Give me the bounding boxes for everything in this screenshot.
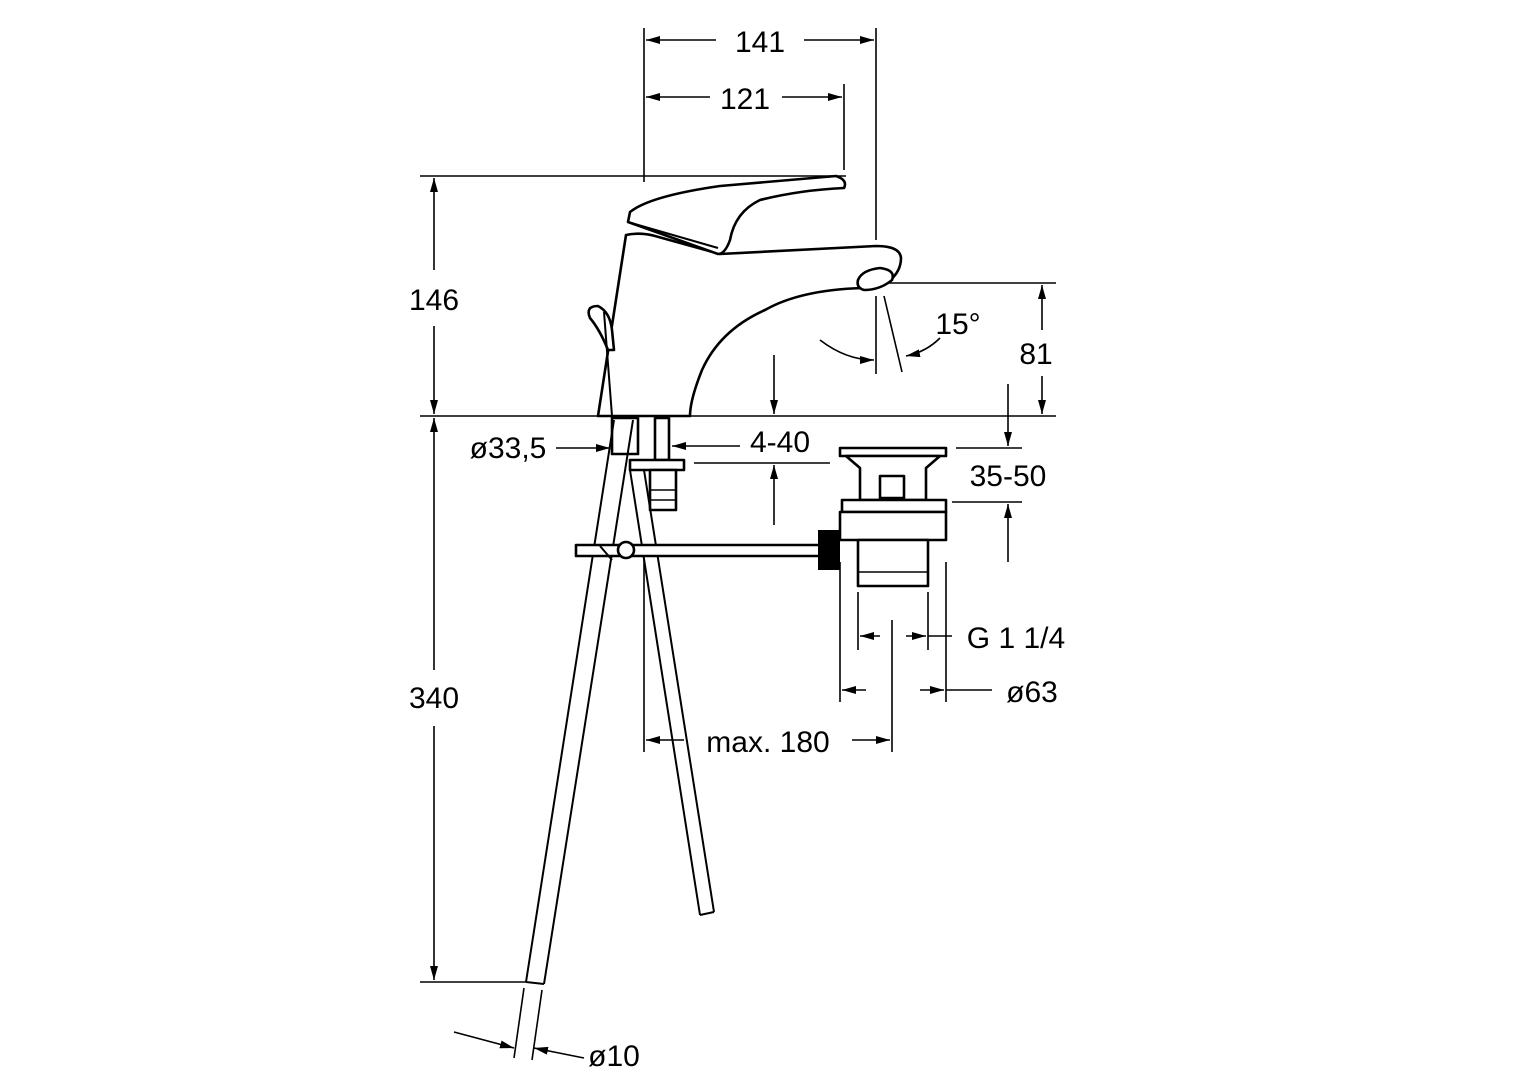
dimension-81-label: 81 — [1019, 338, 1052, 371]
dimension-hose-diameter-label: ø10 — [588, 1040, 640, 1073]
dimension-121: 121 — [646, 83, 845, 170]
dimension-waste-diameter-label: ø63 — [1006, 676, 1058, 709]
dimension-4-40-label: 4-40 — [750, 426, 810, 459]
dimension-thread-label: G 1 1/4 — [967, 622, 1065, 655]
supply-hose-right — [629, 469, 715, 916]
waste-fitting — [838, 446, 948, 588]
dimension-340: 340 — [409, 418, 526, 983]
dimension-35-50-label: 35-50 — [970, 460, 1047, 493]
dimension-15-degree: 15° — [819, 295, 981, 374]
dimension-base-diameter-label: ø33,5 — [470, 432, 547, 465]
dimension-max-180: max. 180 — [643, 560, 893, 759]
dimension-waste-diameter: ø63 — [839, 562, 1058, 709]
dimension-146: 146 — [409, 175, 846, 414]
faucet-body — [587, 174, 903, 418]
rod-nut — [818, 530, 840, 570]
dimension-max-180-label: max. 180 — [706, 726, 829, 759]
dimension-thread: G 1 1/4 — [857, 592, 1065, 655]
dimension-340-label: 340 — [409, 682, 459, 715]
pop-up-rod — [574, 530, 840, 570]
dimension-base-diameter: ø33,5 — [470, 432, 610, 465]
mounting-stud — [610, 416, 686, 512]
dimension-121-label: 121 — [720, 83, 770, 116]
dimension-141: 141 — [643, 26, 877, 240]
dimension-15-label: 15° — [935, 308, 980, 341]
dimension-countertop-thickness: 4-40 — [672, 355, 830, 525]
supply-hose-left — [525, 419, 634, 985]
dimension-35-50: 35-50 — [952, 384, 1046, 562]
dimension-hose-diameter: ø10 — [453, 987, 640, 1073]
dimension-146-label: 146 — [409, 284, 459, 317]
dimension-81: 81 — [888, 282, 1056, 414]
dimension-141-label: 141 — [735, 26, 785, 59]
